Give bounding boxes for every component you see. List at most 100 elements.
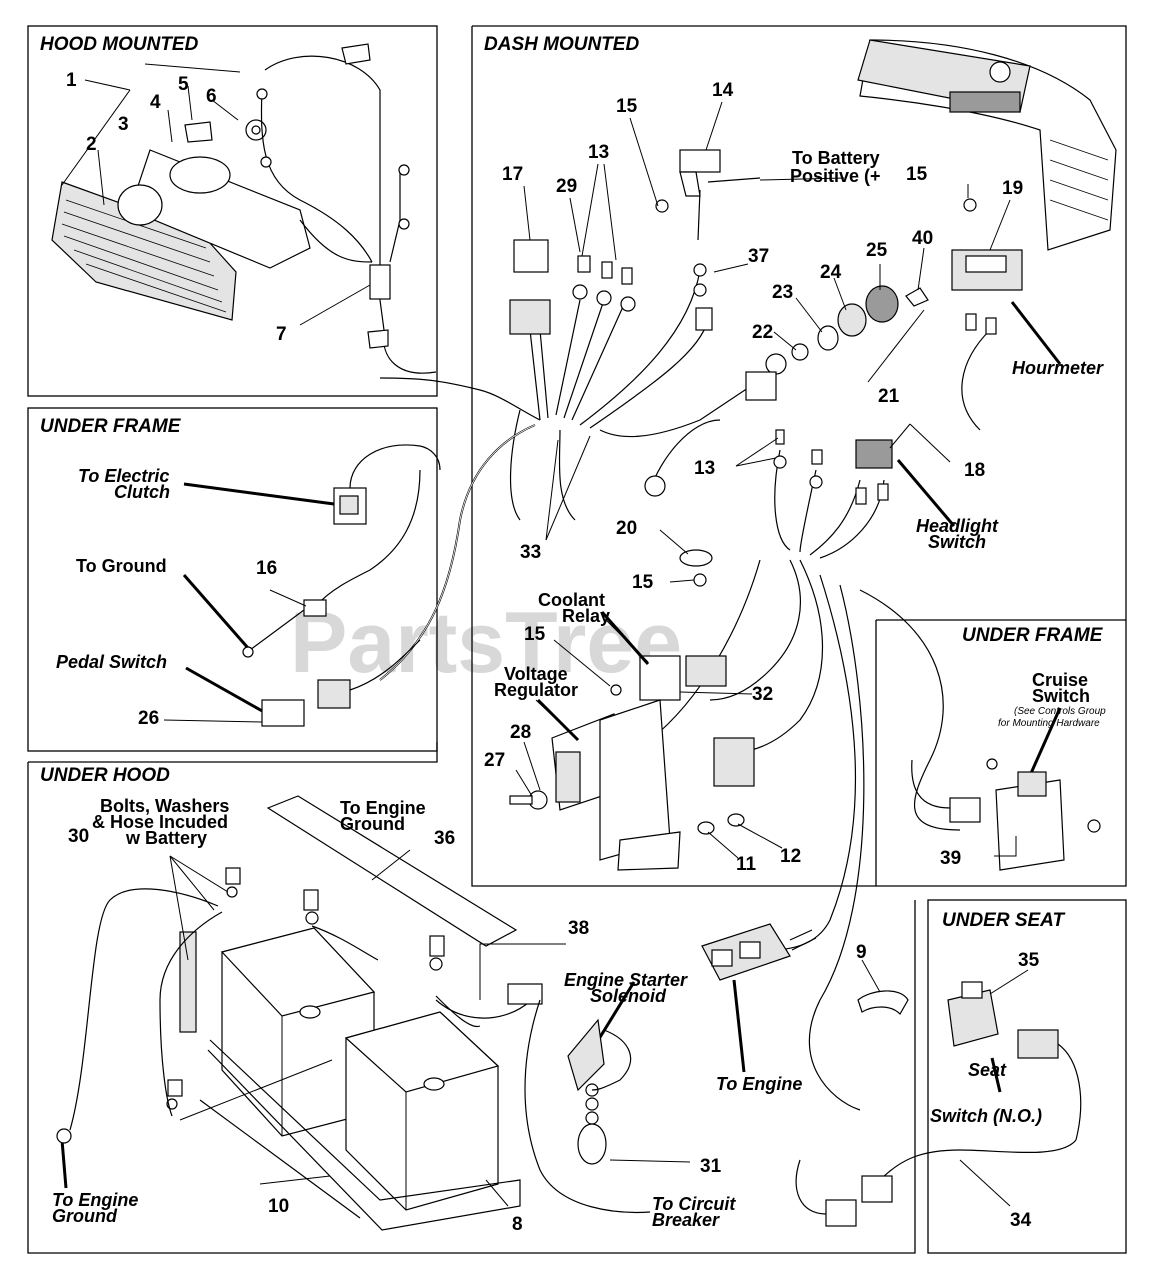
section-title-hood-mounted: HOOD MOUNTED (40, 34, 199, 55)
callout-28: 28 (510, 722, 531, 743)
callout-39: 39 (940, 848, 961, 869)
seat-switch-parts (795, 969, 1082, 1227)
part-40-key (905, 287, 929, 307)
section-title-under-hood: UNDER HOOD (40, 765, 170, 786)
label-seat-switch: Switch (N.O.) (930, 1106, 1042, 1126)
callout-37: 37 (748, 246, 769, 267)
callout-7: 7 (276, 324, 287, 345)
watermark: PartsTree (290, 595, 682, 691)
callout-1: 1 (66, 70, 77, 91)
part-31 (577, 1123, 607, 1165)
battery-area (56, 795, 566, 1231)
callout-23: 23 (772, 282, 793, 303)
callout-3: 3 (118, 114, 129, 135)
hood-mounted-panel (27, 25, 438, 397)
part-26-pedal-switch (261, 699, 305, 727)
label-coolant: Coolant (538, 590, 605, 610)
dash-mounted-panel-left (471, 26, 877, 887)
label-ground-left: Ground (52, 1206, 118, 1226)
under-seat-panel (927, 899, 1127, 1254)
section-title-under-frame-left: UNDER FRAME (40, 416, 182, 437)
part-36-strap (266, 795, 518, 947)
part-18-headlight-switch (855, 439, 893, 469)
part-11 (697, 821, 715, 835)
callout-numbers: 1 2 3 4 5 6 7 14 15 13 17 29 15 19 37 40… (66, 70, 1040, 1235)
connector-17 (509, 299, 551, 335)
callout-29: 29 (556, 176, 577, 197)
part-30-ground-terminal (56, 1128, 72, 1144)
callout-12: 12 (780, 846, 801, 867)
callout-32: 32 (752, 684, 773, 705)
dash-panel (857, 39, 1117, 251)
label-bolts-2: & Hose Incuded (92, 812, 228, 832)
callout-38: 38 (568, 918, 589, 939)
label-headlight-switch: Switch (928, 532, 986, 552)
callout-36: 36 (434, 828, 455, 849)
callout-31: 31 (700, 1156, 722, 1177)
callout-25: 25 (866, 240, 888, 261)
under-hood-panel (27, 762, 916, 1254)
callout-8: 8 (512, 1214, 523, 1235)
callout-35: 35 (1018, 950, 1040, 971)
part-20 (679, 549, 713, 567)
callout-15-right: 15 (906, 164, 928, 185)
label-cruise-note-1: (See Controls Group (1014, 706, 1106, 717)
label-bolts-3: w Battery (125, 828, 207, 848)
label-ground-mid: Ground (340, 814, 405, 834)
label-engine-starter: Engine Starter (564, 970, 688, 990)
callout-19: 19 (1002, 178, 1023, 199)
thick-pointer-lines (60, 301, 1062, 1189)
part-16-ground-wire (303, 599, 327, 617)
callout-11: 11 (736, 854, 757, 875)
dash-parts (509, 149, 1023, 871)
label-breaker: Breaker (652, 1210, 720, 1230)
label-to-engine: To Engine (716, 1074, 802, 1094)
callout-40: 40 (912, 228, 933, 249)
callout-22: 22 (752, 322, 773, 343)
callout-2: 2 (86, 134, 97, 155)
dash-mounted-panel-top (472, 25, 1127, 620)
callout-13-mid: 13 (694, 458, 715, 479)
part-25 (865, 285, 899, 323)
section-title-under-seat: UNDER SEAT (942, 910, 1065, 931)
label-to-engine-left: To Engine (52, 1190, 138, 1210)
label-positive: Positive (+ (790, 166, 881, 186)
callout-16: 16 (256, 558, 277, 579)
part-12 (727, 813, 745, 827)
label-cruise: Cruise (1032, 670, 1088, 690)
headlight-assembly (51, 119, 311, 321)
callout-15-low: 15 (524, 624, 546, 645)
label-pedal-switch: Pedal Switch (56, 652, 167, 672)
callout-4: 4 (150, 92, 161, 113)
label-clutch: Clutch (114, 482, 170, 502)
label-cruise-note-2: for Mounting Hardware (998, 718, 1100, 729)
callout-18: 18 (964, 460, 985, 481)
callout-10: 10 (268, 1196, 289, 1217)
cruise-switch-parts (911, 758, 1101, 871)
callout-26: 26 (138, 708, 159, 729)
label-hourmeter: Hourmeter (1012, 358, 1104, 378)
starter-solenoid (524, 999, 691, 1213)
under-frame-right-panel (876, 619, 1127, 887)
callout-17: 17 (502, 164, 523, 185)
part-23 (817, 325, 839, 351)
callout-21: 21 (878, 386, 900, 407)
section-title-under-frame-right: UNDER FRAME (962, 625, 1104, 646)
callout-13-top: 13 (588, 142, 609, 163)
callout-30: 30 (68, 826, 89, 847)
section-title-dash-mounted: DASH MOUNTED (484, 34, 639, 55)
label-relay: Relay (562, 606, 610, 626)
label-regulator: Regulator (494, 680, 578, 700)
hood-wire-harness (256, 43, 437, 374)
label-voltage: Voltage (504, 664, 568, 684)
dash-connector (713, 737, 755, 787)
callout-9: 9 (856, 942, 867, 963)
callout-5: 5 (178, 74, 189, 95)
under-hood-panel-top (28, 742, 438, 763)
label-to-ground: To Ground (76, 556, 167, 576)
callout-14: 14 (712, 80, 734, 101)
part-24 (837, 303, 867, 337)
dash-leader-lines (515, 101, 1011, 859)
part-21 (765, 353, 787, 375)
